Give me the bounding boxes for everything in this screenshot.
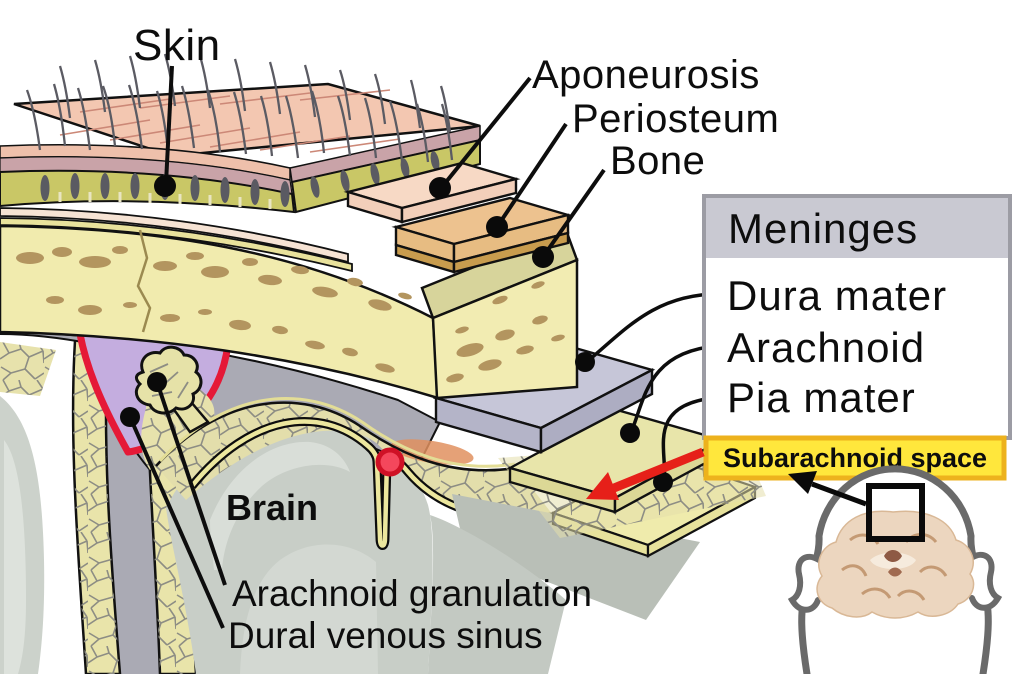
vein-cross-section: [375, 447, 405, 477]
left-ear: [787, 553, 822, 613]
brain-coronal-section: [816, 510, 975, 619]
hairs: [25, 53, 454, 163]
bone-label: Bone: [610, 139, 705, 183]
skin-block: [0, 53, 481, 214]
skin-label: Skin: [133, 21, 221, 70]
brain-left-hemisphere: [0, 396, 45, 674]
hair-follicles: [40, 151, 440, 207]
legend-item-dura-mater: Dura mater: [727, 272, 947, 319]
arachnoid-granulation-shape: [134, 345, 210, 434]
stack-shadow: [452, 494, 700, 620]
suture-crack: [136, 229, 152, 333]
legend-box: Meninges Dura mater Arachnoid Pia mater: [702, 194, 1012, 440]
arachnoid-granulation-label: Arachnoid granulation: [232, 573, 592, 614]
brain-dome: [166, 411, 433, 674]
gland-marks: [58, 192, 272, 209]
brain-label: Brain: [226, 487, 318, 528]
right-ear: [968, 551, 1003, 611]
legend-title: Meninges: [728, 205, 918, 252]
inset-arrow: [788, 471, 867, 507]
dural-venous-sinus-label: Dural venous sinus: [228, 615, 543, 656]
head-inset: [787, 465, 1003, 674]
periosteum-slab: [391, 196, 573, 274]
periosteum-label: Periosteum: [572, 97, 779, 141]
subarachnoid-space-label: Subarachnoid space: [723, 443, 987, 473]
legend-item-pia-mater: Pia mater: [727, 374, 916, 421]
subarachnoid-highlight-box: Subarachnoid space: [703, 435, 1007, 481]
pia-mater-membrane: [188, 416, 554, 550]
brain-under-stack: [428, 515, 566, 674]
legend-item-arachnoid: Arachnoid: [727, 324, 925, 371]
aponeurosis-label: Aponeurosis: [532, 53, 760, 97]
marker-dots: [120, 175, 673, 492]
leader-lines: [128, 65, 720, 629]
zoom-region-square: [866, 483, 925, 542]
skull-bone-band: [0, 224, 440, 400]
subarachnoid-mesh-left: [0, 342, 56, 396]
legend-header: [704, 196, 1010, 258]
subarachnoid-arrow: [586, 447, 705, 500]
